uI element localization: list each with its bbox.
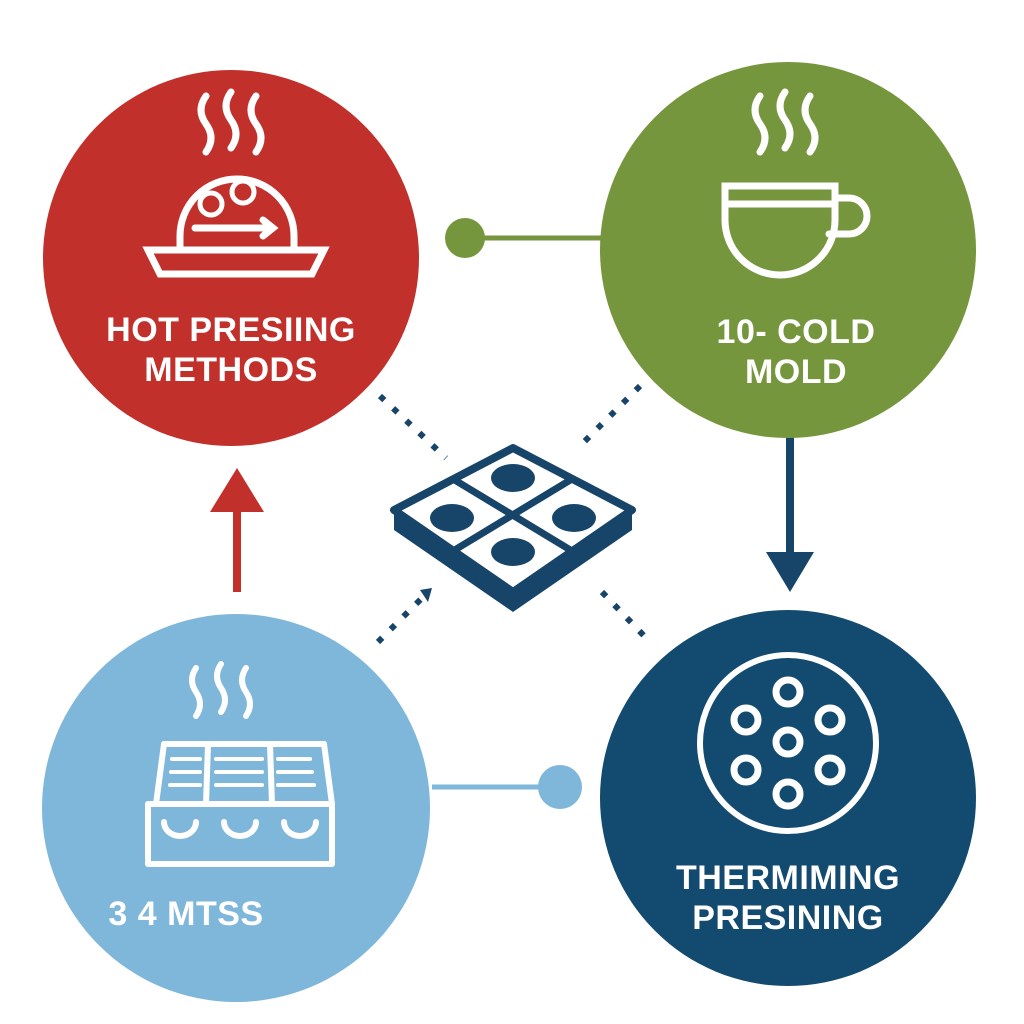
node-cold-mold: 10- COLD MOLD: [600, 62, 976, 438]
node-therm-label: THERMIMING PRESINING: [600, 858, 976, 938]
circle-pattern-icon: [697, 652, 879, 834]
node-hot-pressing: HOT PRESIING METHODS: [43, 70, 419, 446]
dotted-link-ne: [575, 383, 643, 451]
node-hot-label: HOT PRESIING METHODS: [43, 310, 419, 390]
node-therm-line1: THERMIMING: [675, 859, 901, 897]
node-cold-line1: 10- COLD: [716, 313, 876, 351]
node-mats: 3 4 MTSS: [42, 614, 430, 1002]
node-mats-label: 3 4 MTSS: [36, 894, 336, 934]
node-hot-line1: HOT PRESIING: [106, 311, 356, 349]
steaming-mat-tray-icon: [145, 661, 335, 867]
steaming-dome-dish-icon: [142, 88, 330, 278]
node-cold-label: 10- COLD MOLD: [600, 312, 976, 392]
steaming-cup-icon: [721, 88, 871, 279]
four-cavity-mold-tray-icon: [390, 444, 636, 612]
dotted-link-se: [599, 589, 651, 643]
connector-dot-mats-therm: [538, 765, 582, 809]
node-hot-line2: METHODS: [144, 351, 318, 389]
node-therm-line2: PRESINING: [692, 899, 884, 937]
dotted-link-nw: [377, 393, 449, 461]
arrow-head-up: [210, 468, 264, 512]
arrow-head-down: [766, 552, 814, 592]
connector-dot-hot-cold: [445, 218, 485, 258]
node-therm-pressing: THERMIMING PRESINING: [600, 610, 976, 986]
dotted-link-sw-head: [420, 588, 432, 602]
node-mats-line1: 3 4 MTSS: [108, 895, 264, 933]
node-cold-line2: MOLD: [744, 353, 848, 391]
